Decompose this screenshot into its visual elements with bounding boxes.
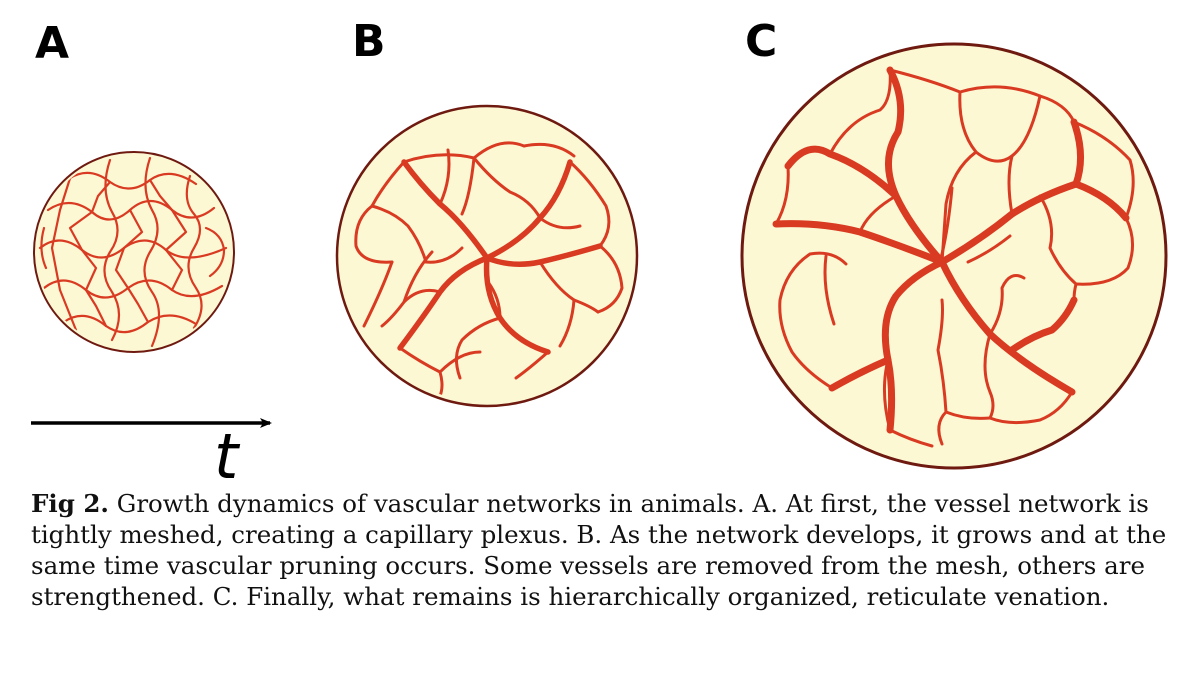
panel-a-vessel <box>204 226 226 278</box>
panel-a-vessel <box>68 171 198 190</box>
panel-label-c: C <box>745 16 778 67</box>
panel-a-vessel <box>62 314 198 334</box>
panel-c-vessel <box>988 390 1074 425</box>
caption-label: Fig 2. <box>31 489 109 518</box>
panel-a-vessel <box>148 178 174 212</box>
panel-b-vessel <box>424 246 464 264</box>
panel-b-vessel <box>538 216 582 230</box>
panel-a-vessel <box>80 248 98 292</box>
panel-b-vessel <box>438 350 482 374</box>
panel-c-vessel <box>938 186 954 264</box>
panel-c-vessel <box>958 90 1042 163</box>
panel-c-vessel <box>774 164 790 226</box>
panel-a-vessel <box>143 156 161 348</box>
panel-b-vessel <box>568 160 611 248</box>
panel-a-vessel <box>68 210 94 252</box>
panel-b-vessel <box>522 142 576 158</box>
panel-b-network <box>335 104 639 408</box>
panel-c-vessel <box>823 254 836 326</box>
panel-a-vessel <box>50 170 78 332</box>
panel-c-main-vessel <box>938 118 1085 266</box>
panel-b-vessel <box>558 298 576 348</box>
panel-b-vessel <box>455 316 502 380</box>
panel-a-network <box>33 151 235 353</box>
panel-a-vessel <box>90 180 112 214</box>
panel-b-vessel <box>472 156 542 220</box>
panel-c-main-vessel <box>828 356 892 392</box>
panel-c-main-vessel <box>1008 296 1078 354</box>
panel-c-vessel <box>1072 120 1135 220</box>
panel-c-network <box>740 42 1168 470</box>
panel-c-vessel <box>858 194 898 234</box>
panel-a-vessel <box>114 246 130 290</box>
panel-a-disc <box>33 151 235 353</box>
panel-b-vessel <box>438 148 451 206</box>
panel-b-vessel <box>354 160 406 264</box>
time-axis-label: t <box>214 420 239 493</box>
panel-b-vessel <box>402 250 434 304</box>
panel-c-vessel <box>983 332 995 420</box>
panel-b-vessel <box>362 260 394 328</box>
panel-a-vessel <box>84 288 108 328</box>
panel-c-vessel <box>828 68 892 156</box>
panel-label-a: A <box>35 18 70 69</box>
panel-a-vessel <box>40 226 48 270</box>
panel-b-vessel <box>596 244 624 314</box>
panel-c-main-vessel <box>881 258 946 434</box>
panel-a-vessel <box>185 174 203 330</box>
panel-a-vessel <box>164 248 184 292</box>
panel-c-vessel <box>966 234 1012 264</box>
panel-c-vessel <box>888 428 934 448</box>
panel-c-vessel <box>882 358 892 432</box>
panel-label-b: B <box>352 16 386 67</box>
panel-c-vessel <box>778 251 848 390</box>
panel-c-vessel <box>888 68 1076 124</box>
panel-b-vessel <box>370 204 428 264</box>
panel-b-vessel <box>486 280 502 320</box>
panel-c-main-vessel <box>884 66 946 266</box>
panel-b-vessel <box>514 350 550 380</box>
vascular-figure <box>31 42 1168 470</box>
panel-a-vessel <box>164 208 188 252</box>
caption-text: Growth dynamics of vascular networks in … <box>31 489 1167 611</box>
panel-c-vessel <box>1038 194 1078 286</box>
panel-c-vessel <box>936 298 948 414</box>
panel-c-vessel <box>1007 154 1014 216</box>
panel-c-main-vessel <box>1072 180 1130 222</box>
panel-b-vessel <box>460 156 476 216</box>
panel-a-vessel <box>122 208 144 250</box>
panel-a-vessel <box>103 158 121 342</box>
panel-c-vessel <box>1072 216 1134 302</box>
panel-a-vessel <box>126 286 150 324</box>
figure-caption: Fig 2. Growth dynamics of vascular netwo… <box>31 488 1171 612</box>
panel-c-vessel <box>988 274 1026 336</box>
